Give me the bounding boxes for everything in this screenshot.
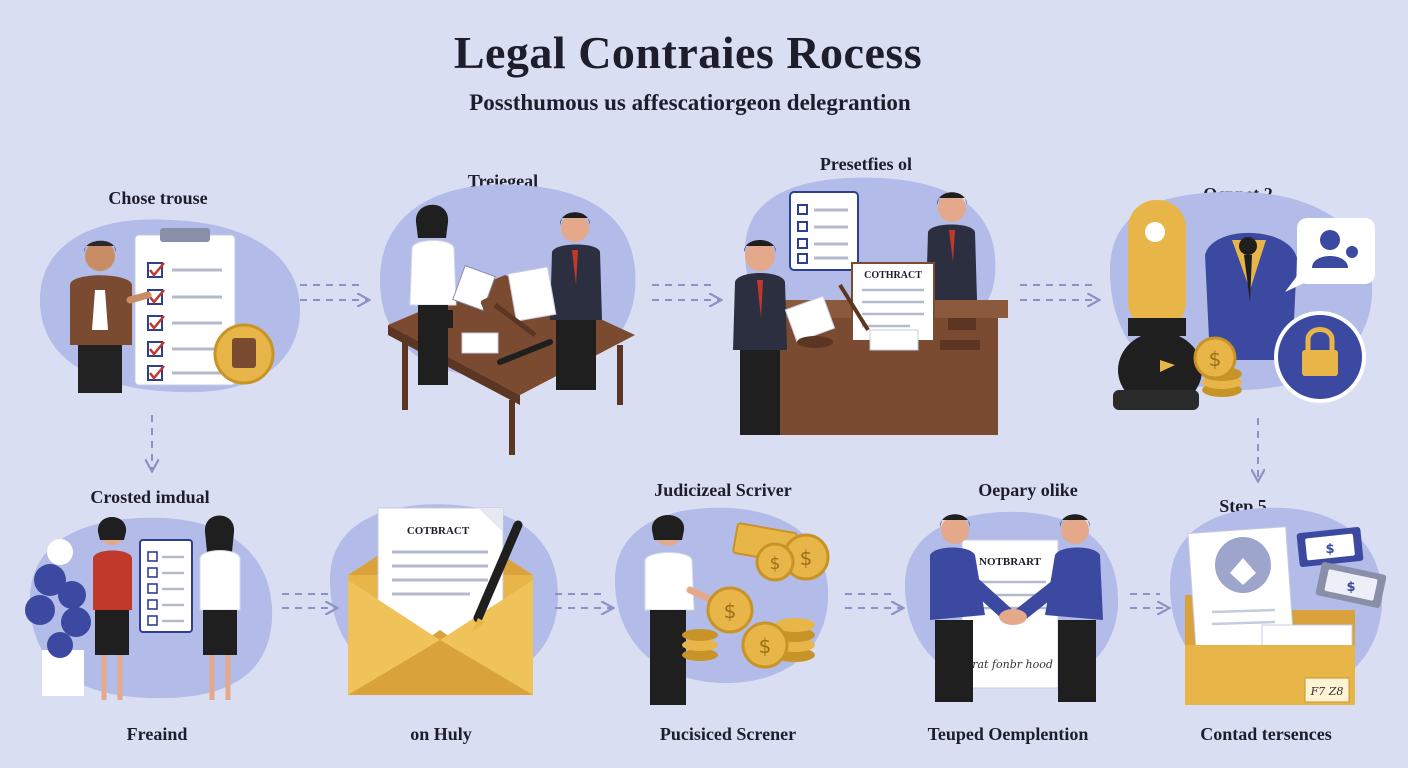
page-title: Legal Contraies Rocess (453, 27, 923, 78)
step-label-7: Judicizeal Scriver (654, 480, 792, 500)
step-8-illustration: NOTBRART Corat fonbr hood (930, 514, 1103, 702)
svg-text:$: $ (800, 546, 813, 570)
arrow-1-2 (300, 284, 368, 300)
contract-title: COTHRACT (864, 270, 922, 281)
step-label-8: Oepary olike (978, 480, 1078, 500)
step-label-3: Presetfies ol (819, 154, 913, 174)
page-subtitle: Possthumous us affescatiorgeon delegrant… (469, 90, 911, 115)
handshake-icon (968, 578, 1065, 625)
step-caption-5: Contad tersences (1200, 724, 1332, 744)
step-caption-4: Teuped Oemplention (927, 724, 1089, 744)
coin-icon: $ $ $ $ (682, 522, 830, 669)
step-caption-3: Pucisiced Screner (659, 724, 797, 744)
folder-tag: F7 Z8 (1310, 685, 1344, 698)
lock-icon (1274, 311, 1366, 403)
step-caption-1: Freaind (126, 724, 188, 744)
money-icon: $ (1193, 336, 1242, 397)
step-9-illustration: F7 Z8 $ $ (1185, 526, 1387, 705)
step-1-illustration (70, 228, 275, 393)
step-label-1: Chose trouse (108, 188, 208, 208)
step-3-illustration: COTHRACT (733, 191, 1008, 435)
signature: Corat fonbr hood (957, 658, 1053, 671)
step-6-illustration: COTBRACT (348, 507, 533, 695)
arrow-2-3 (652, 284, 720, 300)
step-5-illustration (25, 515, 241, 700)
flow-arrows (152, 284, 1258, 608)
step-7-illustration: $ $ $ $ (644, 515, 830, 705)
svg-text:$: $ (1209, 347, 1222, 371)
envelope-contract-title: COTBRACT (407, 525, 470, 537)
step-4-illustration: $ (1113, 200, 1375, 410)
svg-text:$: $ (770, 554, 781, 574)
arrow-8-9 (1130, 593, 1168, 608)
plant-icon (25, 539, 91, 696)
notary-title: NOTBRART (979, 556, 1042, 568)
arrow-5-6 (282, 593, 336, 608)
coin-icon (213, 323, 275, 385)
step-caption-2: on Huly (410, 724, 472, 744)
user-chat-icon (1285, 218, 1375, 292)
svg-text:$: $ (759, 634, 772, 658)
svg-text:$: $ (1346, 580, 1355, 595)
gavel-icon (480, 291, 537, 337)
svg-text:$: $ (1325, 542, 1334, 557)
svg-text:$: $ (724, 599, 737, 623)
arrow-7-8 (845, 593, 902, 608)
arrow-3-4 (1020, 284, 1098, 300)
step-label-5: Crosted imdual (90, 487, 210, 507)
step-2-illustration (388, 204, 635, 455)
arrow-6-7 (555, 593, 612, 608)
money-icon: $ $ (1296, 527, 1387, 608)
